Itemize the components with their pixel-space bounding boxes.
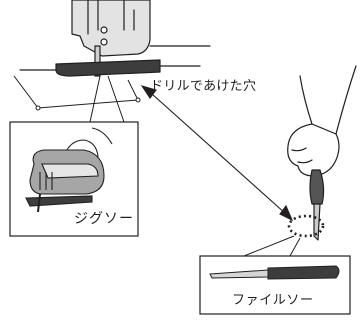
forearm-outline	[335, 65, 357, 135]
file-saw-callout-lines	[243, 235, 301, 257]
jigsaw-label: ジグソー	[74, 211, 134, 227]
forearm-outline	[299, 75, 313, 125]
callout-leader	[107, 75, 125, 123]
file-saw-tool-icon	[209, 265, 340, 280]
jigsaw-detail-base	[25, 195, 93, 207]
cut-start-dot	[35, 105, 41, 111]
drilled-hole	[287, 214, 325, 238]
jigsaw-closeup	[19, 0, 211, 77]
callout-leader	[243, 235, 295, 257]
callout-leader	[89, 75, 101, 123]
file-saw-handle	[309, 169, 325, 205]
file-saw-detail-box	[199, 255, 351, 315]
jigsaw-top-grip	[41, 163, 99, 179]
jigsaw-detail-blade	[37, 193, 41, 213]
arm-line	[91, 127, 113, 145]
arrow-head-left	[140, 85, 157, 99]
finger-crease	[291, 147, 307, 152]
cut-guide-lines	[13, 75, 141, 123]
hand-with-file-saw	[287, 65, 357, 241]
finger-crease	[297, 159, 313, 164]
callout-leader	[289, 237, 301, 257]
file-saw-label: ファイルソー	[232, 293, 314, 308]
file-saw-blade	[313, 203, 321, 241]
jigsaw-body-shape	[71, 0, 151, 57]
jigsaw-detail-box	[9, 121, 139, 237]
arrow-shaft	[151, 93, 287, 215]
jigsaw-tool-icon	[25, 127, 113, 213]
cut-line	[127, 79, 139, 101]
jigsaw-shoe-plate	[55, 59, 161, 77]
cut-end-dot	[135, 97, 141, 103]
arrow-head-right	[279, 204, 294, 222]
jigsaw-blade	[94, 45, 101, 77]
cut-line	[13, 75, 39, 109]
hole-pointer-arrow	[140, 85, 294, 222]
cut-line	[37, 99, 139, 109]
file-saw-box-frame	[199, 255, 351, 315]
drilled-hole-label: ドリルであけた穴	[150, 79, 257, 94]
jigsaw-screw	[100, 26, 108, 34]
jigsaw-screw	[100, 38, 108, 46]
file-saw-detail-handle	[267, 265, 340, 280]
